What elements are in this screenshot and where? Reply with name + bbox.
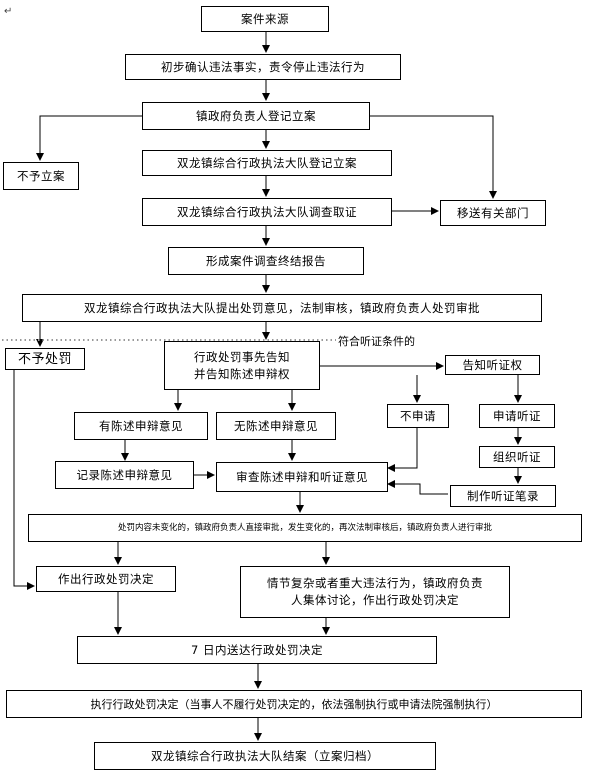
penalty-opinion-text: 双龙镇综合行政执法大队提出处罚意见，法制审核，镇政府负责人处罚审批 xyxy=(84,300,480,315)
hearing-transcript-text: 制作听证笔录 xyxy=(467,488,539,503)
record-statement-text: 记录陈述申辩意见 xyxy=(76,467,173,482)
investigate-box: 双龙镇综合行政执法大队调查取证 xyxy=(142,198,392,226)
not-filed-box: 不予立案 xyxy=(3,162,79,190)
has-statement-text: 有陈述申辩意见 xyxy=(99,418,183,433)
case-source-box: 案件来源 xyxy=(201,6,329,32)
pre-notice-box: 行政处罚事先告知 并告知陈述申辩权 xyxy=(164,341,320,390)
apply-hearing-text: 申请听证 xyxy=(493,408,541,423)
deliver-box: 7 日内送达行政处罚决定 xyxy=(77,636,437,664)
review-box: 审查陈述申辩和听证意见 xyxy=(216,462,388,492)
register-head-text: 镇政府负责人登记立案 xyxy=(196,108,316,123)
record-statement-box: 记录陈述申辩意见 xyxy=(55,461,194,489)
no-statement-box: 无陈述申辩意见 xyxy=(216,412,336,440)
brigade-register-box: 双龙镇综合行政执法大队登记立案 xyxy=(142,150,392,176)
no-apply-text: 不申请 xyxy=(400,408,436,423)
execute-box: 执行行政处罚决定（当事人不履行处罚决定的，依法强制执行或申请法院强制执行） xyxy=(6,690,582,718)
penalty-opinion-box: 双龙镇综合行政执法大队提出处罚意见，法制审核，镇政府负责人处罚审批 xyxy=(22,294,542,322)
organize-hearing-text: 组织听证 xyxy=(493,449,541,464)
close-case-box: 双龙镇综合行政执法大队结案（立案归档） xyxy=(94,742,436,770)
complex-case-box: 情节复杂或者重大违法行为，镇政府负责 人集体讨论，作出行政处罚决定 xyxy=(240,566,510,618)
approval-rule-text: 处罚内容未变化的，镇政府负责人直接审批，发生变化的，再次法制审核后，镇政府负责人… xyxy=(117,522,492,533)
no-statement-text: 无陈述申辩意见 xyxy=(234,418,318,433)
not-filed-text: 不予立案 xyxy=(17,168,65,183)
final-report-text: 形成案件调查终结报告 xyxy=(206,253,326,268)
final-report-box: 形成案件调查终结报告 xyxy=(168,247,364,275)
hearing-notice-box: 告知听证权 xyxy=(445,355,540,375)
execute-text: 执行行政处罚决定（当事人不履行处罚决定的，依法强制执行或申请法院强制执行） xyxy=(90,697,498,711)
organize-hearing-box: 组织听证 xyxy=(479,446,555,468)
deliver-text: 7 日内送达行政处罚决定 xyxy=(191,642,323,657)
paragraph-mark: ↵ xyxy=(4,6,13,17)
hearing-notice-text: 告知听证权 xyxy=(462,357,523,372)
pre-notice-line2: 并告知陈述申辩权 xyxy=(194,366,290,381)
transfer-box: 移送有关部门 xyxy=(440,200,546,226)
hearing-condition-label: 符合听证条件的 xyxy=(336,333,417,349)
decision-text: 作出行政处罚决定 xyxy=(58,571,154,586)
has-statement-box: 有陈述申辩意见 xyxy=(74,412,208,440)
hearing-transcript-box: 制作听证笔录 xyxy=(450,485,556,507)
transfer-text: 移送有关部门 xyxy=(457,205,529,220)
no-penalty-box: 不予处罚 xyxy=(5,348,85,370)
decision-box: 作出行政处罚决定 xyxy=(36,566,176,592)
apply-hearing-box: 申请听证 xyxy=(479,404,555,428)
preliminary-confirm-text: 初步确认违法事实，责令停止违法行为 xyxy=(161,59,365,74)
pre-notice-line1: 行政处罚事先告知 xyxy=(194,349,290,364)
approval-rule-box: 处罚内容未变化的，镇政府负责人直接审批，发生变化的，再次法制审核后，镇政府负责人… xyxy=(28,514,582,542)
complex-case-line1: 情节复杂或者重大违法行为，镇政府负责 xyxy=(267,576,483,590)
no-penalty-text: 不予处罚 xyxy=(17,351,72,367)
brigade-register-text: 双龙镇综合行政执法大队登记立案 xyxy=(177,155,357,170)
no-apply-box: 不申请 xyxy=(387,404,449,428)
review-text: 审查陈述申辩和听证意见 xyxy=(236,469,368,484)
register-head-box: 镇政府负责人登记立案 xyxy=(142,102,370,130)
complex-case-line2: 人集体讨论，作出行政处罚决定 xyxy=(291,593,459,607)
investigate-text: 双龙镇综合行政执法大队调查取证 xyxy=(177,204,357,219)
close-case-text: 双龙镇综合行政执法大队结案（立案归档） xyxy=(151,748,379,763)
case-source-text: 案件来源 xyxy=(241,11,289,26)
preliminary-confirm-box: 初步确认违法事实，责令停止违法行为 xyxy=(125,54,401,80)
